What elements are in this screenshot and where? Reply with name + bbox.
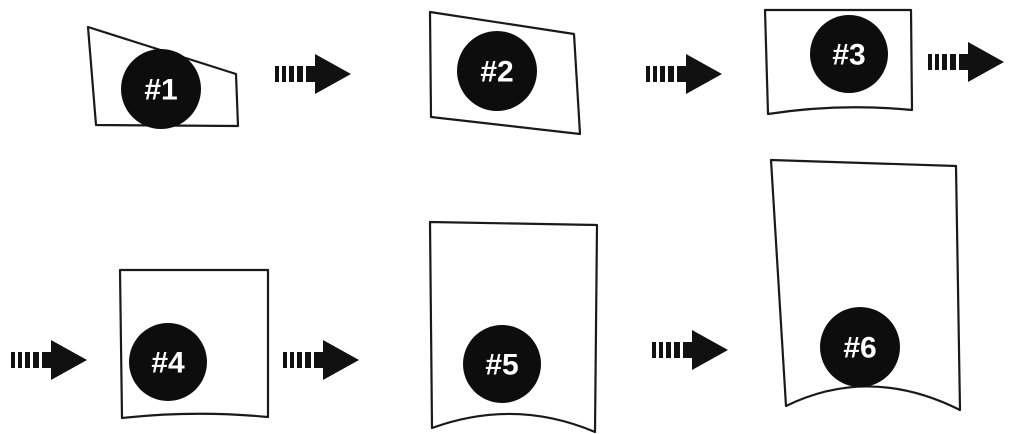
step-1: #1 <box>88 27 238 129</box>
step-4-label: #4 <box>151 347 185 380</box>
step-5-label: #5 <box>485 349 518 382</box>
connector-2-to-3 <box>646 54 722 94</box>
connector-4-to-5 <box>283 340 359 380</box>
step-4: #4 <box>120 270 268 418</box>
step-6: #6 <box>771 160 960 410</box>
step-6-label: #6 <box>843 332 876 365</box>
striped-arrow-right-icon <box>275 54 351 94</box>
striped-arrow-right-icon <box>11 340 87 380</box>
step-3: #3 <box>765 10 912 114</box>
connector-3-out <box>928 42 1004 82</box>
striped-arrow-right-icon <box>928 42 1004 82</box>
step-2: #2 <box>430 12 580 134</box>
striped-arrow-right-icon <box>646 54 722 94</box>
striped-arrow-right-icon <box>283 340 359 380</box>
step-3-label: #3 <box>832 39 865 72</box>
connector-in-to-4 <box>11 340 87 380</box>
striped-arrow-right-icon <box>652 330 728 370</box>
connector-1-to-2 <box>275 54 351 94</box>
step-1-label: #1 <box>144 74 177 107</box>
connector-5-to-6 <box>652 330 728 370</box>
step-2-label: #2 <box>480 56 513 89</box>
step-5: #5 <box>430 222 597 432</box>
